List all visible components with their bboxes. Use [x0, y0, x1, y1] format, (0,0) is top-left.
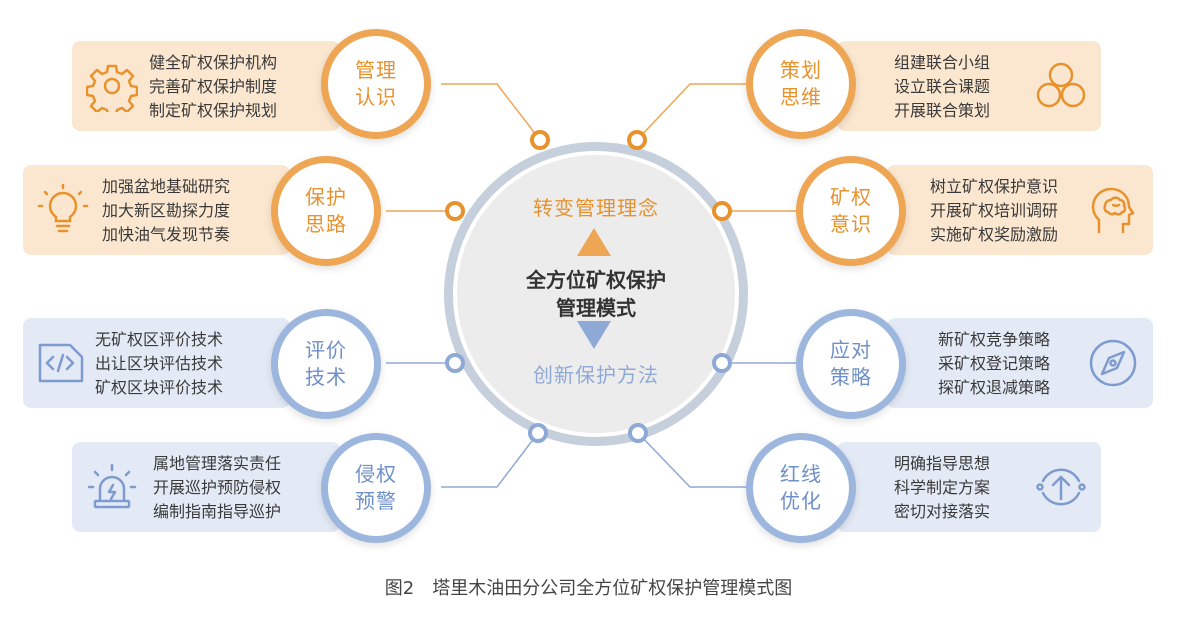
module-hongxian-youhua-bubble: 红线 优化 [746, 433, 856, 543]
down-arrow-icon [577, 321, 611, 349]
connector-dot-bottom-left [528, 423, 548, 443]
module-hongxian-youhua-title-2: 优化 [780, 489, 822, 513]
module-guanli-renshi-title-2: 认识 [355, 85, 397, 109]
module-pingjia-jishu-item-1: 无矿权区评价技术 [95, 329, 224, 349]
module-baohu-silu-title-1: 保护 [305, 185, 347, 209]
module-yingdui-celue-box: 新矿权竞争策略 采矿权登记策略 探矿权退减策略 [887, 318, 1153, 408]
upload-circle-icon [1036, 468, 1086, 506]
module-cehua-siwei-title-2: 思维 [780, 85, 822, 109]
gear-icon [86, 64, 138, 112]
module-yingdui-celue-title-2: 策略 [830, 365, 872, 389]
module-baohu-silu-item-1: 加强盆地基础研究 [102, 176, 231, 196]
module-yingdui-celue-item-2: 采矿权登记策略 [938, 353, 1051, 373]
module-pingjia-jishu-title-2: 技术 [305, 365, 347, 389]
module-baohu-silu-item-2: 加大新区勘探力度 [102, 200, 231, 220]
module-qinquan-yujing-item-2: 开展巡护预防侵权 [153, 477, 282, 497]
connector-dot-bottom-right [628, 423, 648, 443]
module-kuangquan-yishi-title-2: 意识 [830, 212, 872, 236]
hub-bottom-label: 创新保护方法 [533, 363, 659, 387]
module-pingjia-jishu-box: 无矿权区评价技术 出让区块评估技术 矿权区块评价技术 [23, 318, 290, 408]
hub-ring [444, 142, 748, 446]
connector-hongxian-youhua [637, 432, 746, 488]
module-hongxian-youhua-box: 明确指导思想 科学制定方案 密切对接落实 [837, 442, 1101, 532]
hub-main-line-1: 全方位矿权保护 [526, 268, 666, 292]
connector-dot-lower-right [712, 353, 732, 373]
module-cehua-siwei-title-1: 策划 [780, 58, 822, 82]
module-baohu-silu-bubble: 保护 思路 [271, 156, 381, 266]
module-cehua-siwei-item-3: 开展联合策划 [894, 100, 991, 120]
hub-main-line-2: 管理模式 [556, 296, 636, 320]
module-qinquan-yujing-bubble: 侵权 预警 [321, 433, 431, 543]
module-yingdui-celue-title-1: 应对 [830, 338, 872, 362]
connector-guanli-renshi [441, 83, 541, 141]
module-baohu-silu-title-2: 思路 [305, 212, 347, 236]
hub-main-title: 全方位矿权保护 管理模式 [457, 266, 735, 322]
module-baohu-silu-item-3: 加快油气发现节奏 [102, 224, 231, 244]
module-kuangquan-yishi-title-1: 矿权 [830, 185, 872, 209]
code-file-icon [38, 343, 84, 383]
module-qinquan-yujing-title-1: 侵权 [355, 462, 397, 486]
module-pingjia-jishu-title-1: 评价 [305, 338, 347, 362]
head-brain-icon [1091, 187, 1135, 234]
module-guanli-renshi-box: 健全矿权保护机构 完善矿权保护制度 制定矿权保护规划 [72, 41, 340, 131]
module-kuangquan-yishi-item-3: 实施矿权奖励激励 [930, 224, 1059, 244]
module-kuangquan-yishi-item-2: 开展矿权培训调研 [930, 200, 1059, 220]
module-kuangquan-yishi-bubble: 矿权 意识 [796, 156, 906, 266]
connector-dot-mid-right [712, 201, 732, 221]
module-hongxian-youhua-title-1: 红线 [780, 462, 822, 486]
module-pingjia-jishu-bubble: 评价 技术 [271, 309, 381, 419]
module-guanli-renshi-item-2: 完善矿权保护制度 [149, 76, 278, 96]
module-hongxian-youhua-item-3: 密切对接落实 [894, 501, 991, 521]
module-pingjia-jishu-item-3: 矿权区块评价技术 [95, 377, 224, 397]
module-hongxian-youhua-item-1: 明确指导思想 [894, 453, 991, 473]
module-yingdui-celue-item-3: 探矿权退减策略 [938, 377, 1051, 397]
alarm-light-icon [87, 463, 137, 509]
module-qinquan-yujing-box: 属地管理落实责任 开展巡护预防侵权 编制指南指导巡护 [72, 442, 340, 532]
module-cehua-siwei-item-2: 设立联合课题 [894, 76, 991, 96]
compass-icon [1089, 339, 1137, 387]
connector-cehua-siwei [636, 83, 746, 141]
module-guanli-renshi-bubble: 管理 认识 [321, 29, 431, 139]
module-qinquan-yujing-title-2: 预警 [355, 489, 397, 513]
connector-dot-mid-left [445, 201, 465, 221]
connector-qinquan-yujing [441, 432, 539, 488]
connector-dot-top-left [530, 130, 550, 150]
figure-caption: 图2 塔里木油田分公司全方位矿权保护管理模式图 [384, 578, 793, 599]
hub-top-label: 转变管理理念 [533, 196, 659, 220]
module-baohu-silu-box: 加强盆地基础研究 加大新区勘探力度 加快油气发现节奏 [23, 165, 290, 255]
module-cehua-siwei-box: 组建联合小组 设立联合课题 开展联合策划 [837, 41, 1101, 131]
module-guanli-renshi-title-1: 管理 [355, 58, 397, 82]
module-yingdui-celue-bubble: 应对 策略 [796, 309, 906, 419]
up-arrow-icon [577, 228, 611, 256]
connector-dot-lower-left [445, 353, 465, 373]
module-kuangquan-yishi-box: 树立矿权保护意识 开展矿权培训调研 实施矿权奖励激励 [887, 165, 1153, 255]
module-pingjia-jishu-item-2: 出让区块评估技术 [95, 353, 224, 373]
module-cehua-siwei-bubble: 策划 思维 [746, 29, 856, 139]
module-yingdui-celue-item-1: 新矿权竞争策略 [938, 329, 1051, 349]
module-qinquan-yujing-item-3: 编制指南指导巡护 [153, 501, 282, 521]
hub-center [457, 155, 735, 433]
lightbulb-icon [37, 184, 89, 233]
module-kuangquan-yishi-item-1: 树立矿权保护意识 [930, 176, 1059, 196]
module-cehua-siwei-item-1: 组建联合小组 [894, 52, 991, 72]
module-qinquan-yujing-item-1: 属地管理落实责任 [153, 453, 282, 473]
connector-dot-top-right [627, 130, 647, 150]
module-hongxian-youhua-item-2: 科学制定方案 [894, 477, 991, 497]
module-guanli-renshi-item-3: 制定矿权保护规划 [149, 100, 278, 120]
team-circles-icon [1036, 62, 1086, 108]
module-guanli-renshi-item-1: 健全矿权保护机构 [149, 52, 278, 72]
